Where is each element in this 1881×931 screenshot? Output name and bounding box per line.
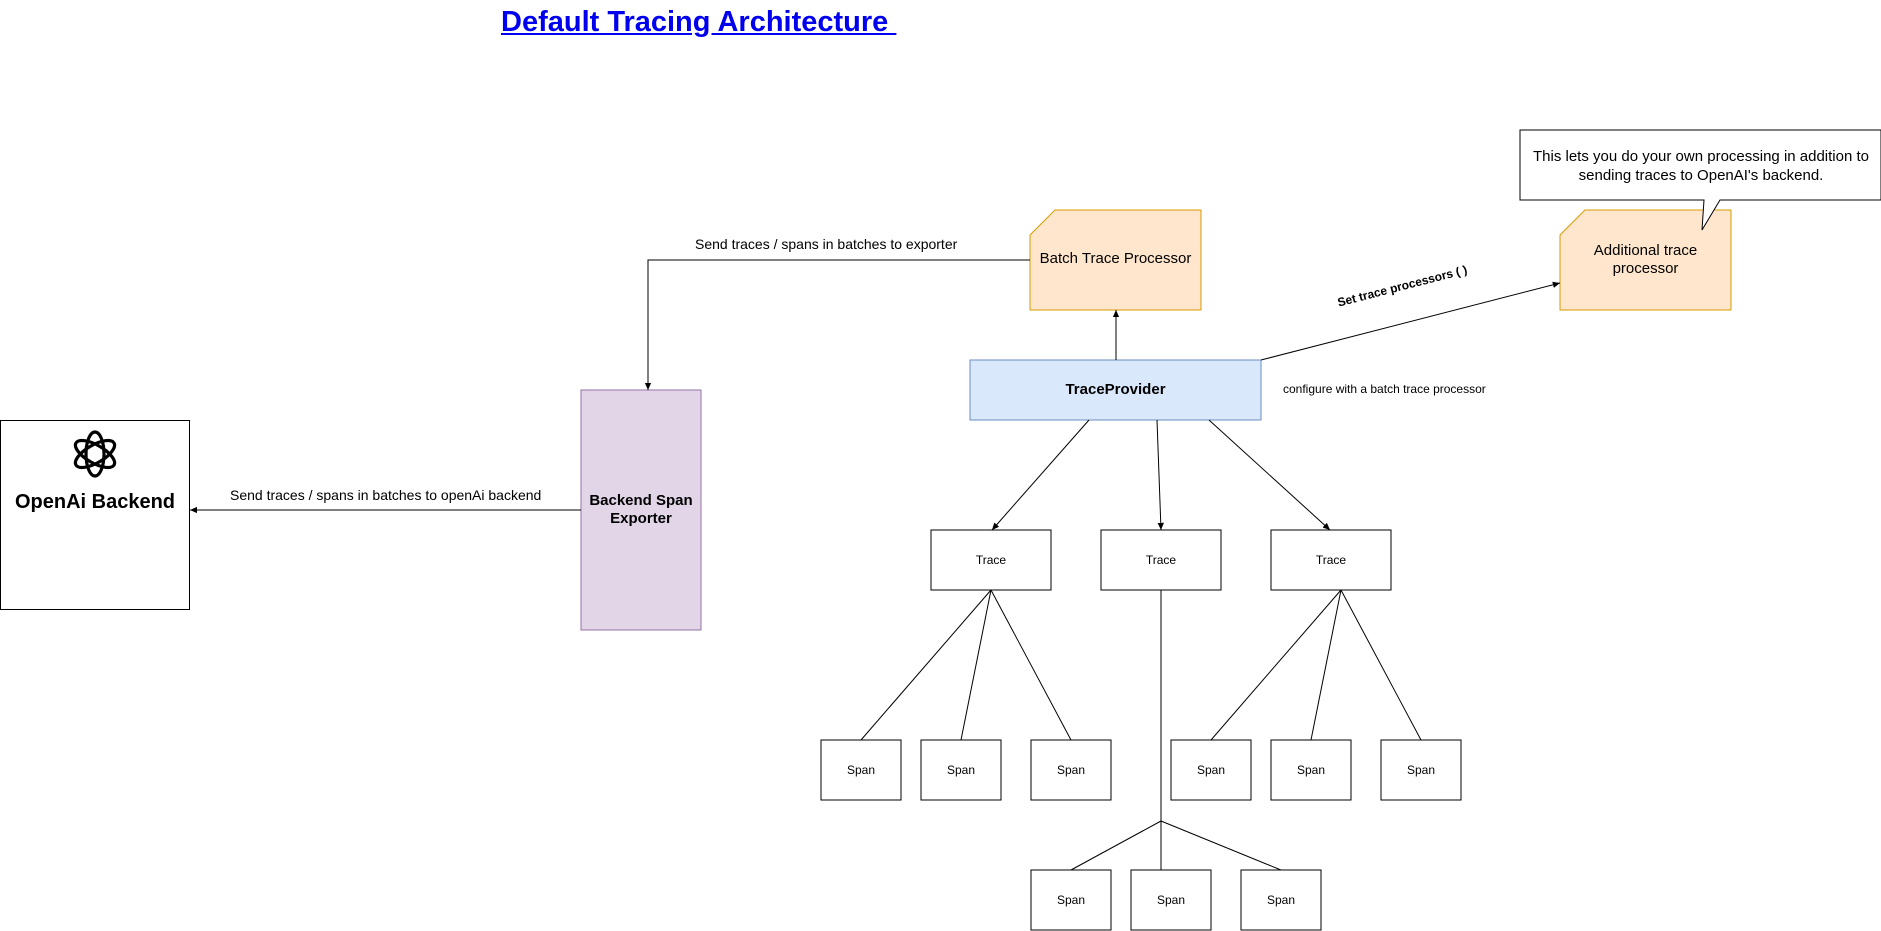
edge-provider-to-trace-1	[991, 419, 1090, 531]
span-label-9: Span	[1266, 893, 1296, 907]
batch-trace-processor-label: Batch Trace Processor	[1039, 250, 1192, 267]
edge-trace3-span4	[1210, 589, 1342, 741]
trace-box-1	[930, 529, 1052, 591]
span-box-1	[820, 739, 902, 801]
edge-provider-to-trace-2	[1156, 419, 1164, 531]
span-label-1: Span	[846, 763, 876, 777]
trace-box-2	[1100, 529, 1222, 591]
trace-box-3	[1270, 529, 1392, 591]
edge-trace1-span3	[990, 589, 1072, 741]
span-box-9	[1240, 869, 1322, 931]
edge-provider-to-trace-3	[1208, 419, 1331, 531]
span-box-7	[1030, 869, 1112, 931]
page-title-link[interactable]: Default Tracing Architecture	[501, 6, 897, 38]
span-label-2: Span	[946, 763, 976, 777]
span-box-2	[920, 739, 1002, 801]
openai-backend-label: OpenAi Backend	[14, 491, 176, 513]
trace-label-1: Trace	[975, 553, 1007, 567]
edge-trace2-span9	[1160, 820, 1282, 871]
span-label-8: Span	[1156, 893, 1186, 907]
edge-trace1-span1	[860, 589, 992, 741]
edge-batch-to-exporter	[644, 259, 1030, 390]
edge-provider-to-additional	[1260, 281, 1561, 361]
span-box-8	[1130, 869, 1212, 931]
callout-text: This lets you do your own processing in …	[1532, 148, 1870, 184]
backend-span-exporter-box	[580, 389, 702, 631]
span-box-4	[1170, 739, 1252, 801]
span-label-5: Span	[1296, 763, 1326, 777]
trace-label-3: Trace	[1315, 553, 1347, 567]
edge-trace3-span6	[1340, 589, 1422, 741]
callout-bubble	[1519, 129, 1881, 231]
span-label-4: Span	[1196, 763, 1226, 777]
span-label-3: Span	[1056, 763, 1086, 777]
trace-label-2: Trace	[1145, 553, 1177, 567]
edge-trace1-span2	[960, 589, 992, 741]
trace-provider-label: TraceProvider	[1065, 381, 1166, 398]
span-label-7: Span	[1056, 893, 1086, 907]
span-box-5	[1270, 739, 1352, 801]
span-box-6	[1380, 739, 1462, 801]
openai-logo-icon	[73, 430, 117, 478]
edge-label-configure: configure with a batch trace processor	[1283, 382, 1486, 396]
edge-label-to-backend: Send traces / spans in batches to openAi…	[230, 487, 542, 503]
edge-label-to-exporter: Send traces / spans in batches to export…	[695, 236, 958, 252]
span-box-3	[1030, 739, 1112, 801]
trace-provider-box	[969, 359, 1262, 421]
additional-trace-processor-label: Additional trace processor	[1593, 242, 1698, 277]
edge-trace2-span7	[1070, 820, 1162, 871]
edge-trace3-span5	[1310, 589, 1342, 741]
span-label-6: Span	[1406, 763, 1436, 777]
backend-span-exporter-label: Backend Span Exporter	[589, 492, 693, 527]
